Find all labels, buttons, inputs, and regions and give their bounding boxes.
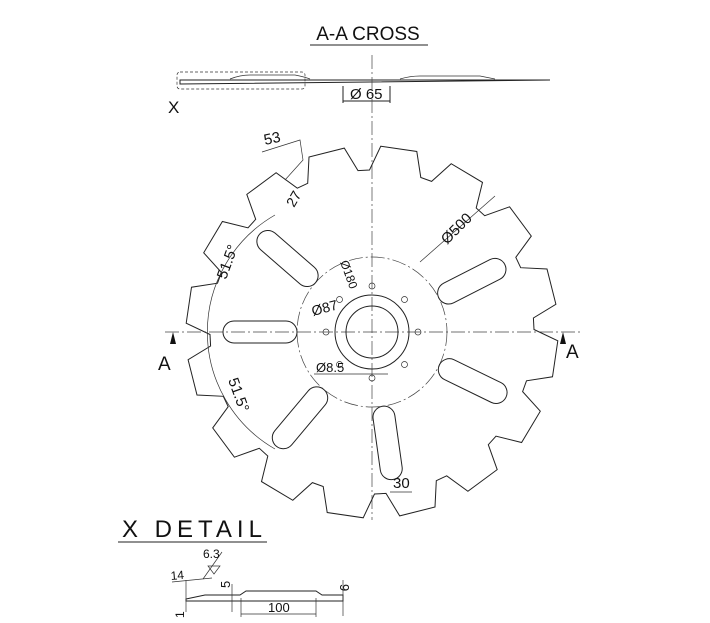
section-title: A-A CROSS xyxy=(316,24,419,45)
bevel-length-dim: 14 xyxy=(170,568,185,583)
hub-circle xyxy=(334,294,410,370)
bolt-hole-dim: Ø8.5 xyxy=(316,360,344,375)
bolt-hole xyxy=(414,328,422,336)
detail-x-boundary xyxy=(176,71,306,90)
bolt-hole xyxy=(368,282,376,290)
arrow-icon xyxy=(560,332,566,344)
arrow-icon xyxy=(170,332,176,344)
bore-circle xyxy=(345,305,399,359)
detail-title: X DETAIL xyxy=(122,516,267,543)
thickness-dim: 9 xyxy=(337,584,352,591)
disc-outline xyxy=(185,145,559,519)
roughness-dim: 6.3 xyxy=(203,547,220,561)
bolt-hole xyxy=(336,296,343,303)
slot-circle-dim: Ø180 xyxy=(337,258,360,291)
bore-dimension: Ø 65 xyxy=(350,86,383,103)
outer-diameter-dim: Ø500 xyxy=(438,210,476,248)
bolt-hole xyxy=(401,361,408,368)
oval-slot xyxy=(437,358,508,404)
oval-slot xyxy=(256,229,319,288)
oval-slot xyxy=(271,386,329,450)
notch-depth-dim: 27 xyxy=(283,188,305,210)
oval-slot xyxy=(372,405,403,481)
bolt-hole xyxy=(322,328,330,336)
edge-dim: 1 xyxy=(173,611,187,618)
detail-marker: X xyxy=(168,98,179,117)
detail-view: 6.3 14 5 1 100 9 xyxy=(170,547,352,618)
bolt-hole xyxy=(336,361,343,368)
oval-slot xyxy=(437,257,507,305)
angle-upper-dim: 51.5° xyxy=(214,242,242,281)
bolt-hole xyxy=(401,296,408,303)
flat-length-dim: 100 xyxy=(268,600,290,615)
bevel-height-dim: 5 xyxy=(218,581,233,588)
angle-lower-dim: 51.5° xyxy=(224,376,252,415)
section-marker-left: A xyxy=(158,354,171,375)
section-marker-right: A xyxy=(566,342,579,363)
cross-section-view: Ø 65 X xyxy=(168,71,551,117)
slot-width-dim: 30 xyxy=(393,475,410,492)
notched-disc xyxy=(185,145,559,519)
bolt-hole xyxy=(368,374,376,382)
notch-width-dim: 53 xyxy=(262,129,282,149)
hub-dim: Ø87 xyxy=(310,297,340,319)
oval-slot xyxy=(222,320,298,344)
slot-pitch-circle xyxy=(296,256,448,408)
